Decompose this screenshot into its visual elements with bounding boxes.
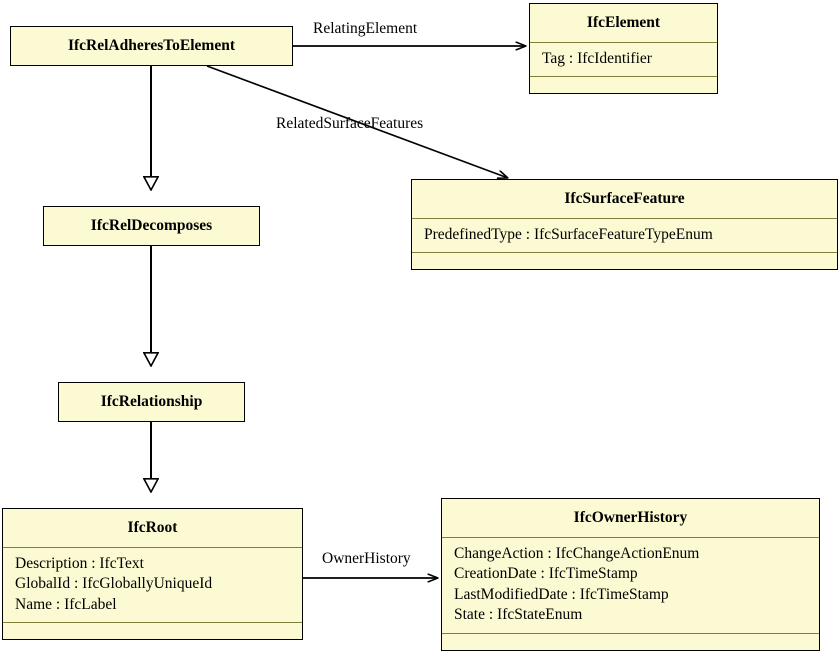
class-attribute: LastModifiedDate : IfcTimeStamp <box>454 585 669 603</box>
class-attribute: CreationDate : IfcTimeStamp <box>454 565 638 583</box>
class-attribute: PredefinedType : IfcSurfaceFeatureTypeEn… <box>424 225 713 243</box>
class-node-ifcownerhistory[interactable]: IfcOwnerHistory ChangeAction : IfcChange… <box>441 498 820 651</box>
class-title: IfcRoot <box>127 519 178 536</box>
class-attributes: Tag : IfcIdentifier <box>530 41 717 77</box>
class-title: IfcRelAdheresToElement <box>67 37 236 54</box>
class-attribute: ChangeAction : IfcChangeActionEnum <box>454 544 700 562</box>
class-operations-compartment <box>530 76 717 93</box>
edge-label-related-surface-features: RelatedSurfaceFeatures <box>276 115 424 132</box>
class-node-ifcroot[interactable]: IfcRoot Description : IfcText GlobalId :… <box>2 508 303 641</box>
class-attribute: Tag : IfcIdentifier <box>542 49 652 67</box>
class-attribute: Description : IfcText <box>15 554 144 572</box>
class-title: IfcRelDecomposes <box>90 217 213 234</box>
class-operations-compartment <box>412 252 837 269</box>
class-operations-compartment <box>3 622 302 639</box>
class-node-ifcrelationship[interactable]: IfcRelationship <box>58 382 245 422</box>
class-title: IfcSurfaceFeature <box>564 190 685 207</box>
class-node-ifcelement[interactable]: IfcElement Tag : IfcIdentifier <box>529 3 718 95</box>
class-attribute: Name : IfcLabel <box>15 595 117 613</box>
class-title: IfcOwnerHistory <box>573 509 688 526</box>
class-operations-compartment <box>442 632 819 650</box>
class-title: IfcElement <box>586 14 661 31</box>
class-node-ifcreldecomposes[interactable]: IfcRelDecomposes <box>43 206 260 246</box>
class-title: IfcRelationship <box>100 393 203 410</box>
class-attributes: ChangeAction : IfcChangeActionEnum Creat… <box>442 536 819 633</box>
class-attribute: GlobalId : IfcGloballyUniqueId <box>15 575 213 593</box>
class-attribute: State : IfcStateEnum <box>454 606 583 624</box>
class-node-ifcsurfacefeature[interactable]: IfcSurfaceFeature PredefinedType : IfcSu… <box>411 179 838 271</box>
edge-label-owner-history: OwnerHistory <box>322 550 411 567</box>
edge-label-relating-element: RelatingElement <box>313 20 418 37</box>
class-attributes: PredefinedType : IfcSurfaceFeatureTypeEn… <box>412 217 837 253</box>
class-attributes: Description : IfcText GlobalId : IfcGlob… <box>3 546 302 623</box>
class-node-ifcreladherestoelement[interactable]: IfcRelAdheresToElement <box>10 26 293 66</box>
